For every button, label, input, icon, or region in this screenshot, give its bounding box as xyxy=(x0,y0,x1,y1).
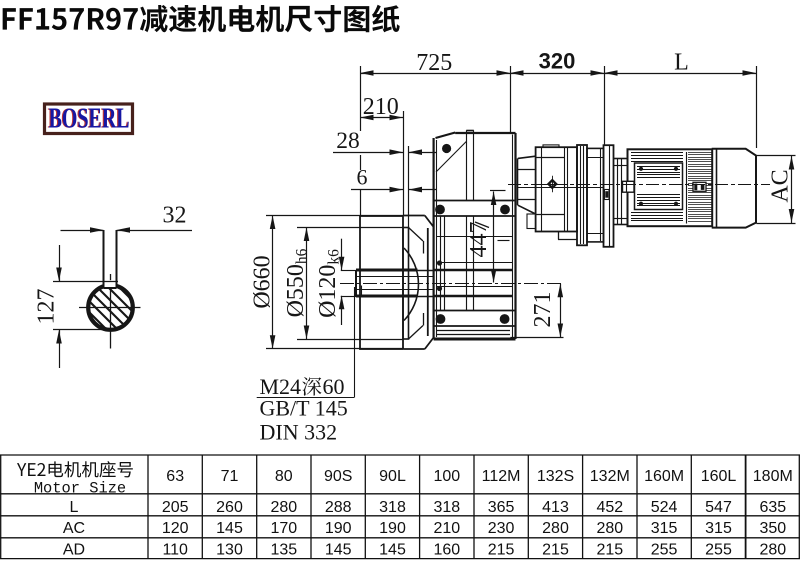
svg-text:32: 32 xyxy=(163,203,187,229)
svg-text:635: 635 xyxy=(759,499,786,516)
svg-text:365: 365 xyxy=(488,499,515,516)
svg-text:280: 280 xyxy=(759,541,786,558)
svg-text:280: 280 xyxy=(542,520,569,537)
svg-text:160: 160 xyxy=(433,541,460,558)
svg-text:145: 145 xyxy=(325,541,352,558)
svg-text:215: 215 xyxy=(596,541,623,558)
svg-text:288: 288 xyxy=(325,499,352,516)
svg-text:90L: 90L xyxy=(379,468,406,485)
svg-text:Ø660: Ø660 xyxy=(250,255,276,308)
svg-text:AC: AC xyxy=(768,169,794,202)
svg-text:160M: 160M xyxy=(644,468,684,485)
svg-text:210: 210 xyxy=(433,520,460,537)
svg-text:L: L xyxy=(70,499,79,516)
svg-text:GB/T 145: GB/T 145 xyxy=(260,396,348,421)
svg-text:M24: M24 xyxy=(260,374,302,399)
svg-text:210: 210 xyxy=(363,94,399,120)
svg-text:190: 190 xyxy=(325,520,352,537)
svg-text:547: 547 xyxy=(705,499,732,516)
svg-text:120: 120 xyxy=(162,520,189,537)
svg-text:6: 6 xyxy=(357,165,368,190)
svg-text:160L: 160L xyxy=(701,468,737,485)
svg-text:318: 318 xyxy=(379,499,406,516)
svg-text:Motor Size: Motor Size xyxy=(34,479,126,497)
svg-text:132S: 132S xyxy=(537,468,574,485)
svg-text:112M: 112M xyxy=(482,468,521,485)
svg-text:170: 170 xyxy=(270,520,297,537)
svg-text:AD: AD xyxy=(63,541,85,558)
svg-text:BOSERL: BOSERL xyxy=(48,104,129,135)
svg-text:100: 100 xyxy=(433,468,460,485)
svg-text:350: 350 xyxy=(759,520,786,537)
svg-text:63: 63 xyxy=(166,468,184,485)
svg-text:132M: 132M xyxy=(590,468,630,485)
svg-text:215: 215 xyxy=(488,541,515,558)
svg-text:271: 271 xyxy=(530,292,556,328)
svg-text:447: 447 xyxy=(466,222,492,258)
svg-text:180M: 180M xyxy=(753,468,793,485)
svg-text:145: 145 xyxy=(379,541,406,558)
svg-text:190: 190 xyxy=(379,520,406,537)
svg-text:127: 127 xyxy=(34,289,60,325)
svg-text:230: 230 xyxy=(488,520,515,537)
svg-text:L: L xyxy=(674,49,689,75)
svg-text:315: 315 xyxy=(705,520,732,537)
svg-text:215: 215 xyxy=(542,541,569,558)
svg-text:135: 135 xyxy=(270,541,297,558)
svg-text:315: 315 xyxy=(651,520,678,537)
svg-text:280: 280 xyxy=(270,499,297,516)
svg-text:260: 260 xyxy=(216,499,243,516)
svg-text:71: 71 xyxy=(221,468,239,485)
svg-text:205: 205 xyxy=(162,499,189,516)
svg-text:145: 145 xyxy=(216,520,243,537)
svg-text:320: 320 xyxy=(539,49,576,74)
svg-text:413: 413 xyxy=(542,499,569,516)
svg-text:60: 60 xyxy=(323,374,345,399)
svg-text:90S: 90S xyxy=(324,468,352,485)
svg-text:130: 130 xyxy=(216,541,243,558)
svg-text:318: 318 xyxy=(433,499,460,516)
svg-text:AC: AC xyxy=(63,520,85,537)
svg-text:452: 452 xyxy=(596,499,623,516)
svg-text:BOSERL: BOSERL xyxy=(49,103,130,134)
svg-text:524: 524 xyxy=(651,499,678,516)
svg-text:28: 28 xyxy=(336,128,360,154)
svg-text:255: 255 xyxy=(705,541,732,558)
svg-text:725: 725 xyxy=(416,50,452,76)
svg-text:280: 280 xyxy=(596,520,623,537)
svg-text:Ø120k6: Ø120k6 xyxy=(315,249,343,318)
svg-text:80: 80 xyxy=(275,468,293,485)
svg-text:110: 110 xyxy=(162,541,188,558)
svg-text:DIN 332: DIN 332 xyxy=(260,420,338,445)
svg-text:255: 255 xyxy=(651,541,678,558)
